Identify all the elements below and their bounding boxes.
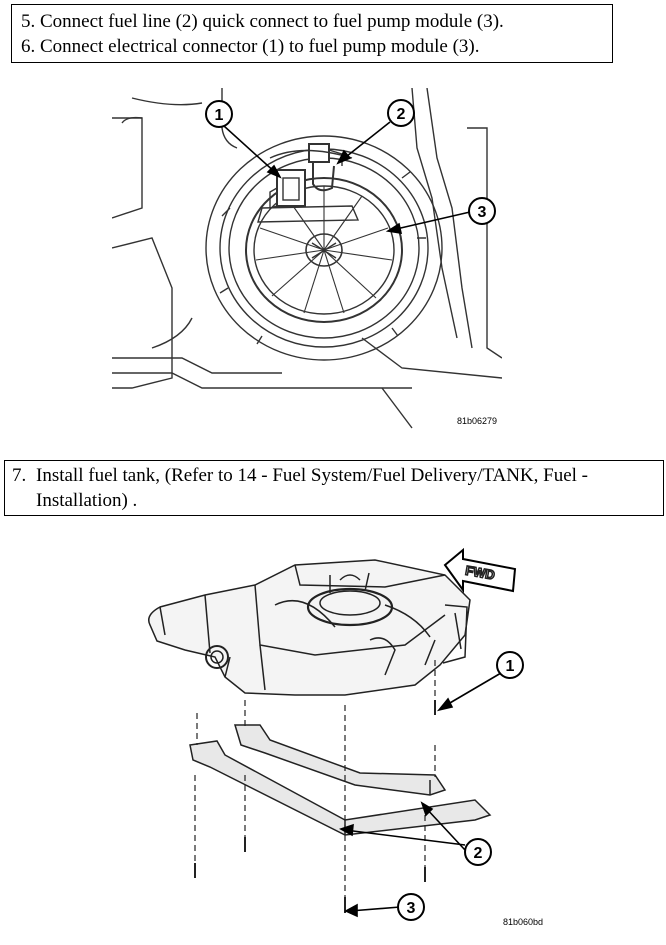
step-7: 7. Install fuel tank, (Refer to 14 - Fue… bbox=[12, 463, 663, 513]
svg-text:1: 1 bbox=[506, 658, 515, 675]
step-number: 5. bbox=[21, 11, 36, 32]
svg-text:3: 3 bbox=[478, 204, 487, 221]
svg-text:2: 2 bbox=[474, 845, 483, 862]
step-text: Connect electrical connector (1) to fuel… bbox=[40, 36, 480, 57]
svg-text:FWD: FWD bbox=[464, 563, 496, 583]
fuel-tank-installation-diagram: FWD bbox=[148, 547, 543, 927]
forward-arrow: FWD bbox=[443, 547, 517, 594]
step-number: 7. bbox=[12, 465, 27, 486]
step-text: Connect fuel line (2) quick connect to f… bbox=[40, 11, 504, 32]
svg-text:1: 1 bbox=[215, 107, 224, 124]
fuel-pump-module-diagram: 1 2 3 81b06279 bbox=[112, 88, 502, 429]
figure-code: 81b060bd bbox=[503, 917, 543, 927]
step-5: 5. Connect fuel line (2) quick connect t… bbox=[21, 9, 612, 34]
step-text: Install fuel tank, (Refer to 14 - Fuel S… bbox=[36, 465, 589, 511]
step-6: 6. Connect electrical connector (1) to f… bbox=[21, 34, 612, 59]
callout-3: 3 bbox=[397, 893, 425, 921]
callout-1: 1 bbox=[205, 100, 233, 128]
figure-code: 81b06279 bbox=[457, 416, 497, 426]
svg-text:2: 2 bbox=[397, 106, 406, 123]
instruction-box-bottom: 7. Install fuel tank, (Refer to 14 - Fue… bbox=[4, 460, 664, 516]
callout-2: 2 bbox=[464, 838, 492, 866]
callout-3: 3 bbox=[468, 197, 496, 225]
svg-text:3: 3 bbox=[407, 900, 416, 917]
step-number: 6. bbox=[21, 36, 36, 57]
callout-1: 1 bbox=[496, 651, 524, 679]
callout-2: 2 bbox=[387, 99, 415, 127]
instruction-box-top: 5. Connect fuel line (2) quick connect t… bbox=[11, 4, 613, 63]
